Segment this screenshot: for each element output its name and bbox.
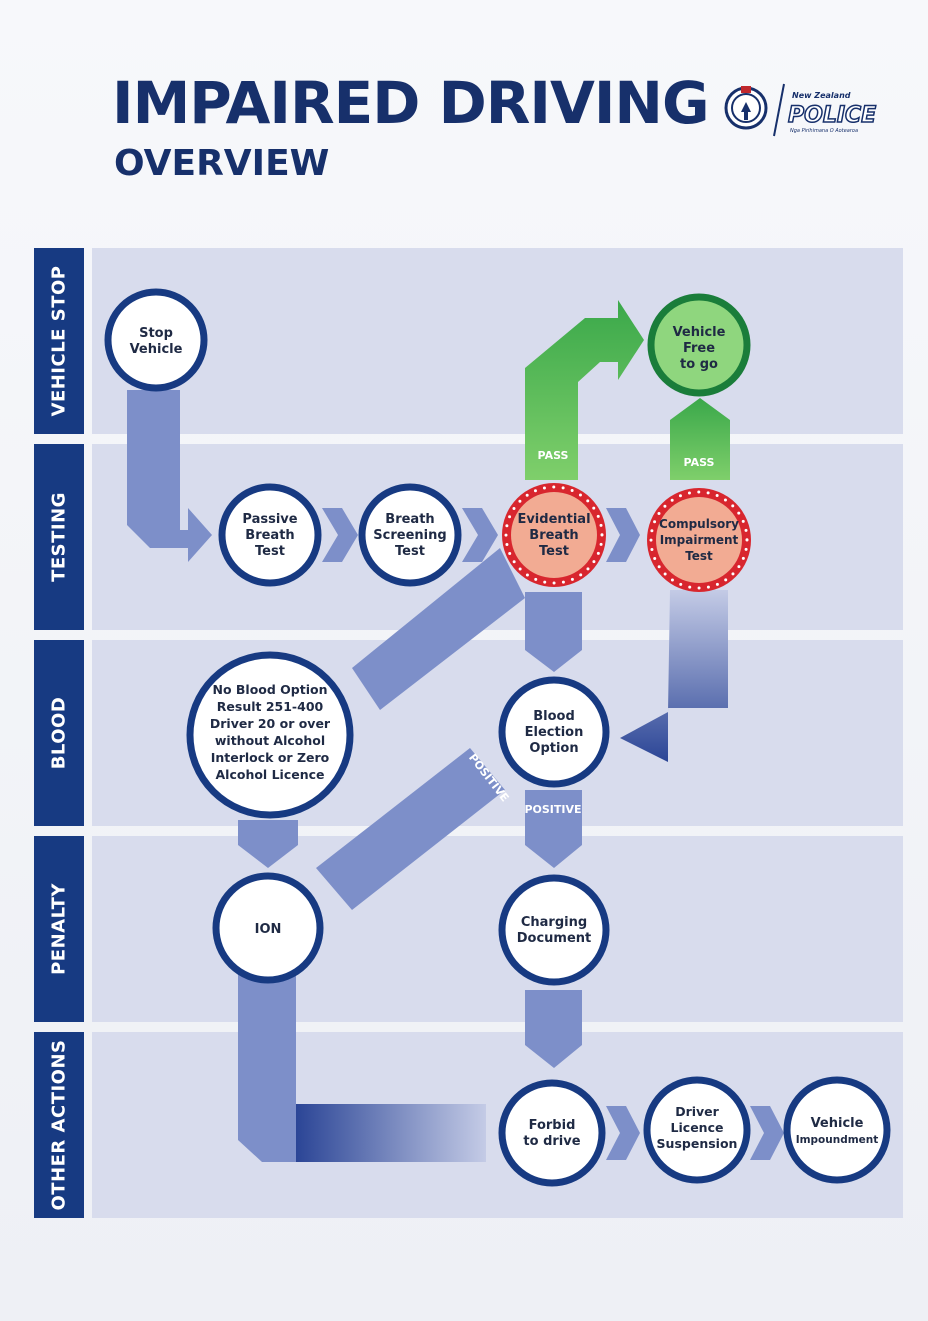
arrow-evidential-to-compulsory	[606, 508, 640, 562]
lane-vehicle-stop: VEHICLE STOP	[34, 248, 84, 434]
node-line: Driver	[675, 1104, 719, 1119]
node-line: Test	[395, 544, 425, 559]
node-line: Suspension	[657, 1136, 738, 1151]
node-line: Vehicle	[130, 342, 183, 357]
page-title: IMPAIRED DRIVING	[112, 69, 710, 137]
lane-blood: BLOOD	[34, 640, 84, 826]
node-line: Result 251-400	[217, 699, 324, 714]
logo-top-text: New Zealand	[792, 91, 851, 100]
arrow-passive-to-screening	[322, 508, 358, 562]
connectors	[127, 300, 784, 1162]
node-line: Compulsory	[659, 517, 739, 531]
logo-motto: Nga Pirihimana O Aotearoa	[790, 128, 858, 134]
node-line: Charging	[521, 915, 587, 930]
arrow-evidential-to-election	[525, 592, 582, 672]
node-line: Alcohol Licence	[215, 767, 324, 782]
node-line: Forbid	[529, 1118, 576, 1133]
node-line: Free	[683, 341, 715, 356]
node-line: Option	[529, 741, 578, 756]
node-line: Licence	[671, 1120, 724, 1135]
arrow-compulsory-to-election	[620, 590, 728, 762]
node-line: Impairment	[660, 533, 739, 547]
arrow-noblood-to-ion	[238, 820, 298, 868]
arrow-stop-to-passive	[127, 390, 212, 562]
arrow-election-to-ion	[316, 748, 505, 910]
arrow-forbid-to-suspension	[606, 1106, 640, 1160]
node-line: Vehicle	[811, 1116, 864, 1131]
police-crest-icon	[724, 86, 768, 130]
node-line: Screening	[373, 528, 446, 543]
arrow-charging-to-forbid	[525, 990, 582, 1068]
node-line: Passive	[242, 512, 297, 527]
node-line: Document	[517, 931, 592, 946]
node-line: Breath	[385, 512, 434, 527]
pass-arrow-compulsory	[670, 398, 730, 480]
lane-penalty: PENALTY	[34, 836, 84, 1022]
node-ion: ION	[212, 872, 324, 984]
node-line: Impoundment	[796, 1134, 879, 1146]
pass-label: PASS	[684, 456, 715, 469]
node-line: Test	[255, 544, 285, 559]
node-line: Interlock or Zero	[211, 750, 330, 765]
node-line: Stop	[139, 326, 173, 341]
node-line: Blood	[533, 709, 575, 724]
node-line: No Blood Option	[212, 682, 327, 697]
node-line: Test	[685, 549, 713, 563]
pass-label: PASS	[538, 449, 569, 462]
ion-forbid-gradient	[296, 1104, 486, 1162]
arrow-screening-to-evidential	[462, 508, 498, 562]
node-line: Driver 20 or over	[210, 716, 331, 731]
arrow-suspension-to-impound	[750, 1106, 784, 1160]
node-line: to go	[680, 357, 718, 372]
node-line: to drive	[523, 1134, 580, 1149]
band-vehicle-stop	[92, 248, 903, 434]
node-line: Election	[525, 725, 584, 740]
lane-other-actions: OTHER ACTIONS	[34, 1032, 84, 1218]
node-line: Evidential	[517, 512, 590, 527]
pass-arrow-evidential	[525, 300, 644, 480]
arrow-evidential-to-noblood	[352, 548, 525, 710]
node-line: Vehicle	[673, 325, 726, 340]
node-line: Breath	[245, 528, 294, 543]
positive-label: POSITIVE	[524, 803, 581, 816]
arrow-election-to-charging	[525, 790, 582, 868]
lane-testing: TESTING	[34, 444, 84, 630]
page-subtitle: OVERVIEW	[114, 143, 330, 184]
node-line: ION	[255, 922, 282, 937]
node-line: Test	[539, 544, 569, 559]
logo-main-text: POLICE	[788, 103, 876, 128]
nz-police-logo: New Zealand POLICE Nga Pirihimana O Aote…	[724, 83, 877, 137]
node-line: without Alcohol	[215, 733, 325, 748]
node-line: Breath	[529, 528, 578, 543]
